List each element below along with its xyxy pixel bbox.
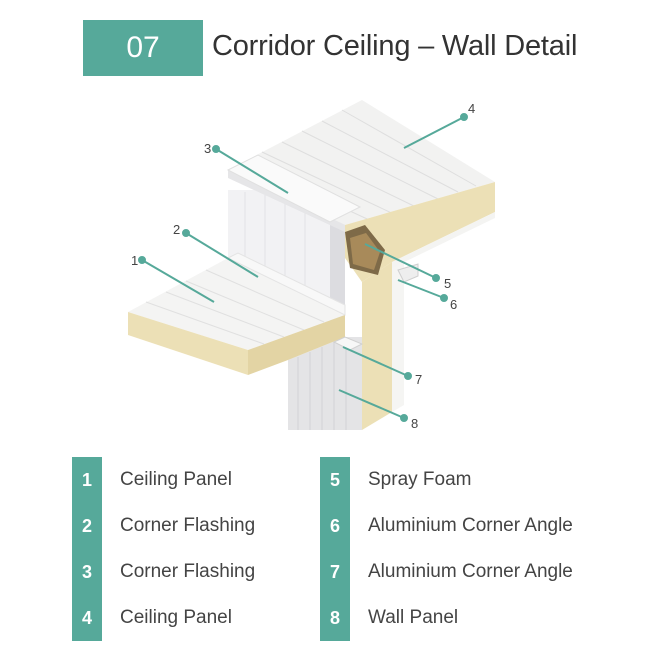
callout-4: 4 — [468, 101, 475, 116]
legend-item: 4 Ceiling Panel — [72, 595, 362, 641]
ceiling-panel-top-bottom-skin — [392, 212, 495, 268]
legend-item: 7 Aluminium Corner Angle — [320, 549, 610, 595]
callout-6: 6 — [450, 297, 457, 312]
legend-item: 5 Spray Foam — [320, 457, 610, 503]
wall-panel-face — [288, 337, 362, 430]
corner-flashing-top — [226, 154, 362, 223]
legend-label: Ceiling Panel — [120, 469, 232, 490]
legend-label: Aluminium Corner Angle — [368, 561, 573, 582]
legend-number-badge: 8 — [320, 595, 350, 641]
legend-label: Aluminium Corner Angle — [368, 515, 573, 536]
ceiling-panel-lower-side-core — [248, 315, 345, 375]
legend-label: Ceiling Panel — [120, 607, 232, 628]
legend-right-column: 5 Spray Foam 6 Aluminium Corner Angle 7 … — [320, 457, 610, 641]
callout-5: 5 — [444, 276, 451, 291]
ceiling-panel-top-front-skin — [228, 170, 345, 232]
legend-label: Wall Panel — [368, 607, 459, 628]
ceiling-panel-lower-ribs — [145, 269, 325, 345]
legend-item: 3 Corner Flashing — [72, 549, 362, 595]
page-title: Corridor Ceiling – Wall Detail — [212, 30, 578, 62]
legend-number-badge: 3 — [72, 549, 102, 595]
spray-foam — [350, 233, 380, 270]
callout-7: 7 — [415, 372, 422, 387]
callout-leaders — [138, 113, 468, 422]
legend-label: Spray Foam — [368, 469, 472, 490]
legend-number-badge: 5 — [320, 457, 350, 503]
ceiling-panel-lower-face — [128, 258, 345, 350]
legend-item: 1 Ceiling Panel — [72, 457, 362, 503]
corner-flashing-lower — [226, 252, 346, 316]
callout-8: 8 — [411, 416, 418, 431]
corridor-detail-diagram: 1 2 3 4 5 6 7 8 — [128, 100, 495, 431]
legend-number-badge: 6 — [320, 503, 350, 549]
ceiling-panel-lower-core — [128, 312, 248, 375]
legend-number-badge: 7 — [320, 549, 350, 595]
wall-panel-ribs — [297, 337, 347, 430]
detail-number-badge: 07 — [83, 20, 203, 76]
legend-label: Corner Flashing — [120, 561, 256, 582]
callout-2: 2 — [173, 222, 180, 237]
legend-item: 2 Corner Flashing — [72, 503, 362, 549]
detail-number: 07 — [126, 31, 160, 64]
legend-item: 8 Wall Panel — [320, 595, 610, 641]
legend-number-badge: 1 — [72, 457, 102, 503]
callout-3: 3 — [204, 141, 211, 156]
wall-panel-core — [362, 262, 392, 430]
legend-number-badge: 4 — [72, 595, 102, 641]
legend-number-badge: 2 — [72, 503, 102, 549]
callout-1: 1 — [131, 253, 138, 268]
legend-left-column: 1 Ceiling Panel 2 Corner Flashing 3 Corn… — [72, 457, 362, 641]
legend-label: Corner Flashing — [120, 515, 256, 536]
legend-item: 6 Aluminium Corner Angle — [320, 503, 610, 549]
